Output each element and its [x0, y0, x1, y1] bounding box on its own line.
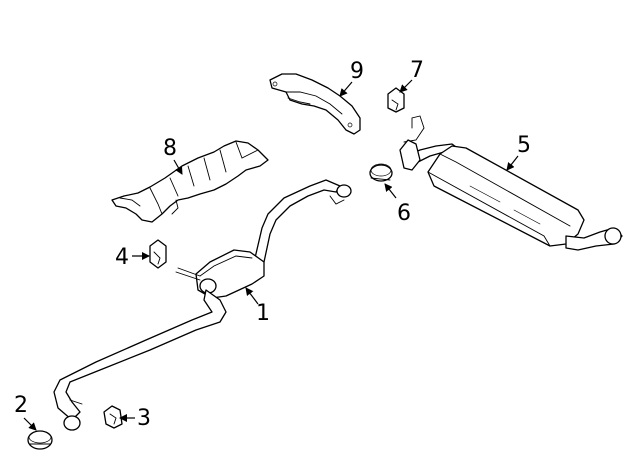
callout-label-4: 4 — [115, 245, 129, 270]
callout-1: 1 — [245, 287, 270, 326]
callout-label-9: 9 — [350, 59, 364, 84]
leader-arrow-8 — [173, 159, 183, 175]
callout-5: 5 — [506, 133, 531, 171]
intermediate-pipe-resonator — [53, 179, 352, 431]
hanger-insulator-4 — [149, 239, 167, 269]
leader-arrow-5 — [506, 155, 519, 171]
callout-label-3: 3 — [137, 406, 151, 431]
callout-8: 8 — [163, 136, 183, 175]
leader-arrow-7 — [399, 79, 413, 93]
callout-label-7: 7 — [410, 58, 424, 83]
callout-label-6: 6 — [397, 201, 411, 226]
callout-9: 9 — [339, 59, 364, 97]
callout-label-2: 2 — [14, 393, 28, 418]
clamp-rear — [369, 163, 393, 182]
leader-arrow-9 — [339, 81, 353, 97]
clamp-front — [27, 430, 53, 450]
callout-4: 4 — [115, 245, 150, 270]
leader-arrow-1 — [245, 287, 259, 305]
callout-label-1: 1 — [256, 301, 270, 326]
hanger-insulator-3 — [103, 405, 123, 429]
heat-shield-rear — [269, 73, 361, 135]
heat-shield-front — [111, 140, 269, 223]
rear-muffler — [399, 115, 623, 251]
callout-3: 3 — [119, 406, 151, 431]
callout-7: 7 — [399, 58, 424, 93]
callout-2: 2 — [14, 393, 37, 431]
hanger-insulator-7 — [387, 87, 405, 113]
callout-label-8: 8 — [163, 136, 177, 161]
leader-arrow-6 — [384, 183, 397, 199]
callout-label-5: 5 — [517, 133, 531, 158]
callout-6: 6 — [384, 183, 411, 226]
leader-arrow-2 — [23, 417, 37, 431]
